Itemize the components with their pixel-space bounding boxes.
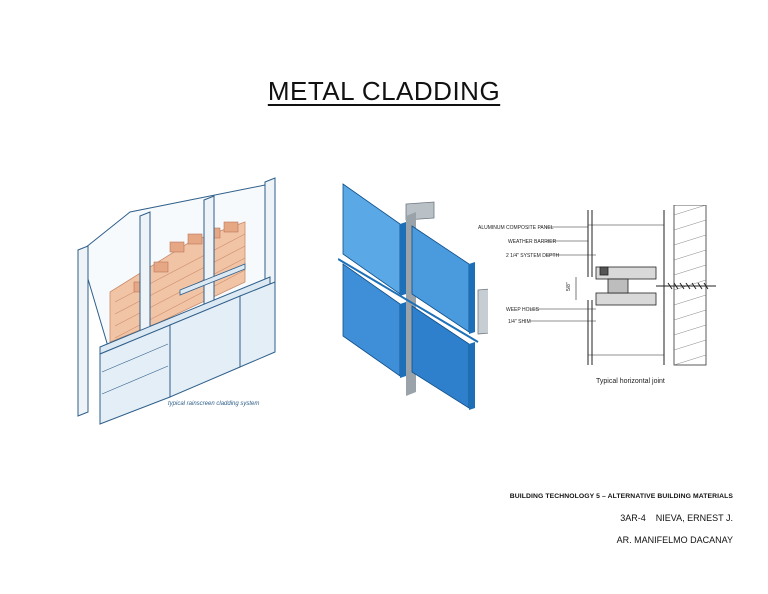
page-title: METAL CLADDING bbox=[267, 76, 501, 106]
adviser-name: AR. MANIFELMO DACANAY bbox=[616, 535, 733, 545]
label-weep-holes: WEEP HOLES bbox=[506, 307, 540, 313]
label-shim: 1/4" SHIM bbox=[508, 319, 531, 325]
blue-panels bbox=[342, 183, 470, 409]
label-system-depth: 2 1/4" SYSTEM DEPTH bbox=[506, 253, 560, 259]
rainscreen-caption: typical rainscreen cladding system bbox=[168, 401, 259, 407]
student-name: 3AR-4 NIEVA, ERNEST J. bbox=[620, 513, 733, 523]
label-weather-barrier: WEATHER BARRIER bbox=[508, 239, 557, 245]
label-aluminum-composite-panel: ALUMINUM COMPOSITE PANEL bbox=[478, 225, 554, 231]
joint-dimension: 5/8" bbox=[566, 282, 572, 291]
cladding-panels bbox=[99, 281, 276, 425]
composite-panel-figure bbox=[338, 183, 488, 410]
course-title: BUILDING TECHNOLOGY 5 – ALTERNATIVE BUIL… bbox=[509, 493, 733, 500]
rainscreen-cladding-figure: typical rainscreen cladding system bbox=[77, 177, 276, 425]
joint-caption: Typical horizontal joint bbox=[596, 378, 665, 385]
horizontal-joint-detail: 5/8" ALUMINUM COMPOSITE PANEL WEATHER BA… bbox=[478, 205, 716, 385]
